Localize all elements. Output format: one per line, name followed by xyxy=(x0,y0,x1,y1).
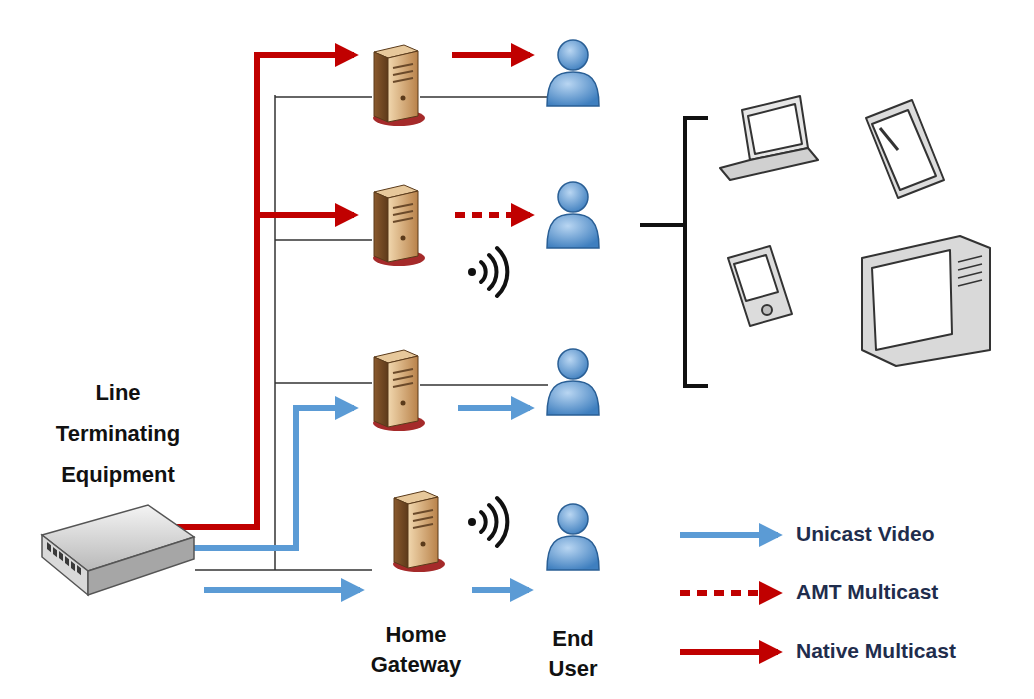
node-label: Home Gateway xyxy=(362,620,470,680)
legend-text: Native Multicast xyxy=(796,639,956,663)
unicast-arrow xyxy=(204,587,360,593)
node-label: End User xyxy=(531,624,615,684)
home-gateway: Home Gateway xyxy=(362,484,470,680)
home-gateway-icon xyxy=(386,484,446,574)
terminating-equipment-icon xyxy=(38,495,198,605)
unicast-arrow xyxy=(472,587,529,593)
node-label: Line Terminating Equipment xyxy=(34,372,202,495)
legend-text: Unicast Video xyxy=(796,522,935,546)
end-user: End User xyxy=(531,500,615,684)
legend-text: AMT Multicast xyxy=(796,580,938,604)
end-user-icon xyxy=(543,500,603,572)
terminating-equipment: Line Terminating Equipment xyxy=(34,372,202,605)
